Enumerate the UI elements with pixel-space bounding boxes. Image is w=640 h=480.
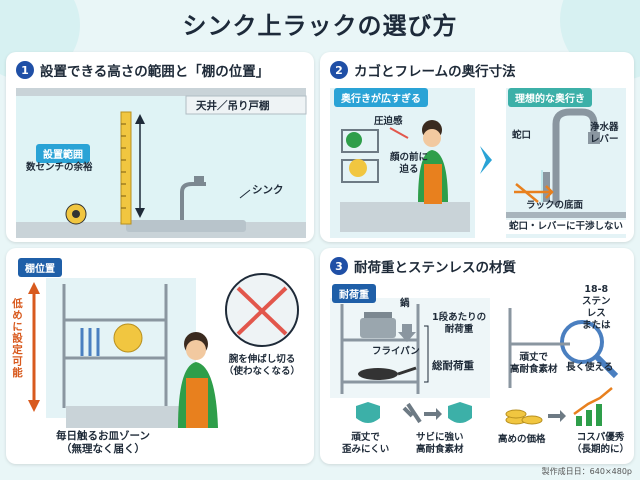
pressure-label: 圧迫感 [374,116,403,127]
pan-label: フライパン [372,346,420,357]
no-warp-line: 歪みにくい [342,443,390,455]
panel-1-title: 1 設置できる高さの範囲と「棚の位置」 [16,60,269,80]
value-label: コスパ優秀 （長期的に） [572,432,629,456]
long-use-label: 長く使える [566,362,614,373]
panel-title-text: 設置できる高さの範囲と「棚の位置」 [40,64,270,80]
footer-note: 製作成日日：640×480p [541,467,632,476]
per-shelf-line: 耐荷重 [444,323,474,335]
shelf-illustration [28,273,299,428]
reach-line: 腕を伸ばし切る [228,354,296,365]
no-interfere-label: 蛇口・レバーに干渉しない [506,220,627,234]
value-line: （長期的に） [572,443,630,455]
range-note: 数センチの余裕 [26,162,93,173]
load-illustration [330,298,619,426]
step-number: 3 [330,257,348,275]
stainless-line: または [582,319,611,331]
lever-line: レバー [590,133,619,145]
lever-line: 浄水器 [590,122,619,133]
price-label: 高めの価格 [498,434,546,445]
dish-zone-label: 毎日触るお皿ゾーン （無理なく届く） [56,430,150,456]
rust-line: サビに強い [416,432,464,443]
depth-illustration [330,88,626,238]
ceiling-label: 天井／吊り戸棚 [196,100,270,112]
lever-label: 浄水器 レバー [590,122,619,146]
panel-depth: 2 カゴとフレームの奥行寸法 奥行きが広すぎる 理想的な奥行き 圧迫感 顔の前に… [320,52,634,242]
rust-line: 高耐食素材 [416,443,464,455]
face-label: 顔の前に 迫る [390,152,428,176]
lower-setting-label: 低めに設定可能 [11,298,23,379]
pot-label: 鍋 [400,298,410,309]
stainless-line: レス [586,307,606,319]
shelf-position-tag: 棚位置 [18,258,62,277]
dish-zone-line: 毎日触るお皿ゾーン [56,430,150,442]
stainless-label: 18-8 ステン レス または [582,284,611,332]
panel-shelf-position: 棚位置 低めに設定可能 腕を伸ばし切る （使わなくなる） 毎日触るお皿ゾーン （… [6,248,314,464]
step-number: 2 [330,61,348,79]
face-line: 迫る [399,163,419,175]
face-line: 顔の前に [390,152,429,163]
stainless-line: ステン [582,295,611,307]
panel-3-title: 3 耐荷重とステンレスの材質 [330,256,516,276]
value-line: コスパ優秀 [576,432,625,443]
rack-bottom-label: ラックの底面 [526,200,584,211]
good-depth-tag: 理想的な奥行き [508,88,592,107]
no-warp-line: 頑丈で [351,432,380,443]
panel-install-height: 1 設置できる高さの範囲と「棚の位置」 天井／吊り戸棚 設置範囲 数センチの余裕… [6,52,314,242]
kitchen-illustration [16,88,307,238]
panel-2-title: 2 カゴとフレームの奥行寸法 [330,60,516,80]
sturdy-line: 高耐食素材 [510,363,558,375]
sturdy-material-label: 頑丈で 高耐食素材 [510,352,558,376]
dish-zone-line: （無理なく届く） [60,443,145,456]
reach-line: （使わなくなる） [224,365,301,377]
rust-resistant-label: サビに強い 高耐食素材 [416,432,464,456]
total-load-label: 総耐荷重 [432,360,474,372]
per-shelf-label: 1段あたりの 耐荷重 [432,312,486,336]
bad-depth-tag: 奥行きが広すぎる [334,88,428,107]
reach-label: 腕を伸ばし切る （使わなくなる） [224,354,300,378]
faucet-label: 蛇口 [512,130,532,141]
per-shelf-line: 1段あたりの [432,312,487,323]
sturdy-line: 頑丈で [519,352,549,363]
page-title: シンク上ラックの選び方 [182,12,458,40]
no-warp-label: 頑丈で 歪みにくい [342,432,389,456]
range-tag: 設置範囲 [36,144,90,163]
stainless-line: 18-8 [584,284,609,295]
panel-load-material: 3 耐荷重とステンレスの材質 耐荷重 鍋 1段あたりの 耐荷重 [320,248,634,464]
sink-label: シンク [252,184,284,196]
step-number: 1 [16,61,34,79]
panel-title-text: カゴとフレームの奥行寸法 [354,64,516,80]
panel-title-text: 耐荷重とステンレスの材質 [354,260,516,276]
load-tag: 耐荷重 [332,284,376,303]
